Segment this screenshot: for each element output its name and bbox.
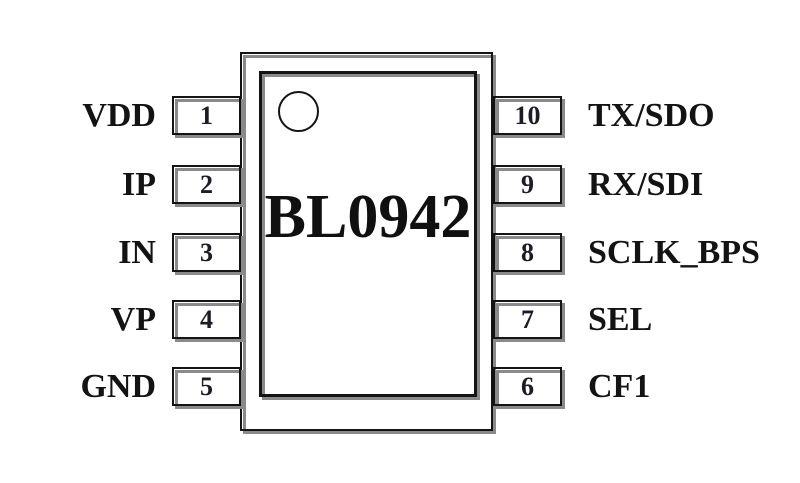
pin-label-cf1: CF1 <box>588 367 651 405</box>
pin-box-8: 8 <box>493 233 562 272</box>
pin-number: 7 <box>521 304 534 334</box>
pin-number: 6 <box>521 371 534 401</box>
pin-box-9: 9 <box>493 165 562 204</box>
pin-number: 1 <box>200 100 213 130</box>
pin-box-shadow <box>175 370 244 409</box>
pin-box-4: 4 <box>172 300 241 339</box>
pin-box-shadow <box>175 168 244 207</box>
pin-box-6: 6 <box>493 367 562 406</box>
pin-number: 9 <box>521 169 534 199</box>
pin-box-7: 7 <box>493 300 562 339</box>
pin-box-shadow <box>496 99 565 138</box>
chip-inner-body <box>259 71 477 397</box>
pin-number: 3 <box>200 237 213 267</box>
pin-label-vp: VP <box>110 300 156 338</box>
chip-inner-shadow <box>262 74 480 400</box>
pin-box-shadow <box>496 168 565 207</box>
pin-box-shadow <box>175 99 244 138</box>
pin-box-shadow <box>175 303 244 342</box>
pin-box-3: 3 <box>172 233 241 272</box>
pin-box-shadow <box>496 303 565 342</box>
pin-label-rx-sdi: RX/SDI <box>588 165 704 203</box>
pin-label-in: IN <box>118 233 156 271</box>
pin-box-2: 2 <box>172 165 241 204</box>
pin-box-10: 10 <box>493 96 562 135</box>
pin-box-1: 1 <box>172 96 241 135</box>
pin-number: 2 <box>200 169 213 199</box>
pin-box-shadow <box>496 236 565 275</box>
pin-label-sel: SEL <box>588 300 653 338</box>
pin1-indicator-circle-icon <box>278 91 319 132</box>
pin-number: 4 <box>200 304 213 334</box>
pin-label-tx-sdo: TX/SDO <box>588 96 715 134</box>
pin-label-gnd: GND <box>80 367 156 405</box>
pin-box-shadow <box>175 236 244 275</box>
pin-number: 5 <box>200 371 213 401</box>
chip-name: BL0942 <box>264 183 472 251</box>
pin-box-shadow <box>496 370 565 409</box>
pin-box-5: 5 <box>172 367 241 406</box>
pin-number: 8 <box>521 237 534 267</box>
pin-label-sclk-bps: SCLK_BPS <box>588 233 760 271</box>
pin-label-vdd: VDD <box>82 96 156 134</box>
pin-number: 10 <box>514 100 541 130</box>
pin-label-ip: IP <box>122 165 156 203</box>
